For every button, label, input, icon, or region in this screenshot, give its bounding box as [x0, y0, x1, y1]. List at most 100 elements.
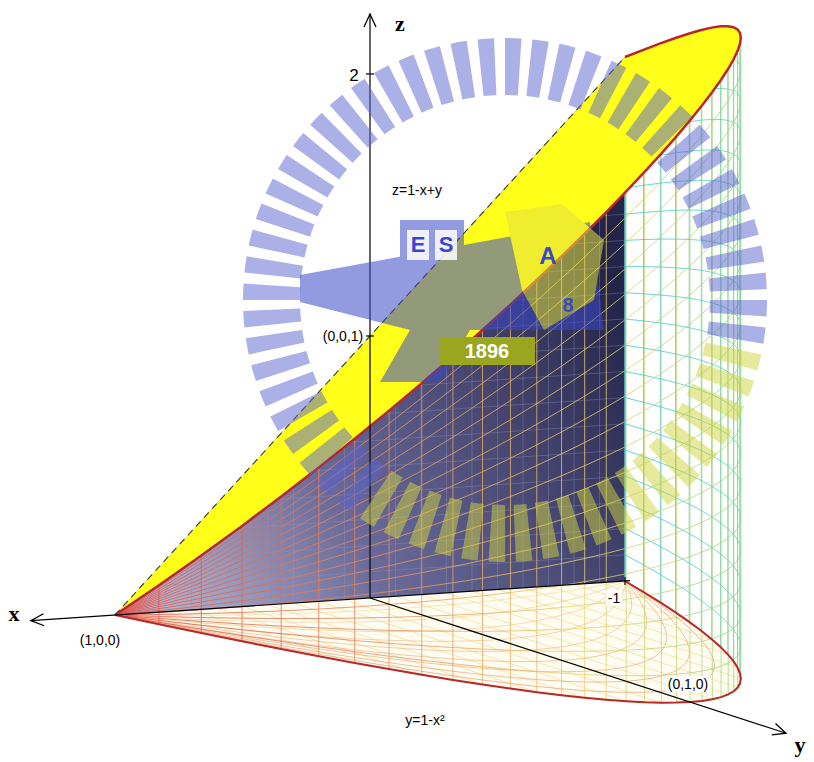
- surface-mesh-line: [721, 523, 728, 529]
- surface-mesh-line: [242, 611, 281, 613]
- axis-arrowhead: [31, 614, 44, 626]
- surface-mesh-line: [734, 624, 738, 628]
- surface-mesh-line: [738, 555, 740, 560]
- surface-mesh-line: [702, 517, 712, 522]
- surface-mesh-line: [483, 401, 511, 419]
- surface-mesh-line: [483, 439, 511, 454]
- surface-mesh-line: [626, 437, 644, 446]
- surface-mesh-line: [739, 641, 741, 646]
- surface-mesh-line: [159, 594, 201, 604]
- surface-mesh-line: [606, 370, 626, 383]
- surface-mesh-line: [562, 396, 585, 410]
- surface-mesh-line: [319, 528, 355, 543]
- surface-mesh-line: [738, 491, 740, 496]
- surface-mesh-line: [739, 97, 741, 102]
- surface-mesh-line: [690, 344, 702, 353]
- surface-mesh-line: [585, 627, 607, 629]
- surface-mesh-line: [606, 293, 626, 309]
- surface-mesh-line: [733, 534, 737, 539]
- surface-mesh-line: [453, 614, 483, 616]
- surface-mesh-line: [562, 466, 585, 476]
- surface-mesh-line: [319, 562, 355, 571]
- surface-mesh-line: [626, 411, 644, 421]
- surface-mesh-line: [355, 605, 389, 607]
- surface-mesh-line: [660, 295, 675, 296]
- surface-mesh-line: [712, 609, 721, 616]
- surface-mesh-line: [537, 564, 562, 569]
- surface-mesh-line: [453, 648, 483, 650]
- surface-mesh-line: [606, 625, 626, 627]
- surface-mesh-line: [537, 672, 562, 674]
- surface-mesh-line: [242, 630, 281, 634]
- surface-mesh-line: [728, 596, 734, 600]
- surface-mesh-line: [422, 599, 453, 602]
- surface-mesh-line: [537, 388, 562, 404]
- surface-mesh-line: [510, 486, 536, 496]
- surface-mesh-line: [728, 438, 734, 444]
- surface-mesh-line: [676, 644, 690, 646]
- surface-mesh-line: [242, 618, 281, 619]
- surface-mesh-line: [389, 602, 422, 605]
- surface-mesh-line: [738, 171, 740, 178]
- surface-mesh-line: [728, 565, 734, 570]
- emblem-ray: [709, 273, 767, 292]
- surface-mesh-line: [712, 512, 721, 517]
- surface-mesh-line: [242, 573, 281, 584]
- surface-mesh-line: [702, 335, 712, 344]
- surface-mesh-line: [389, 643, 422, 645]
- surface-mesh-line: [389, 558, 422, 566]
- surface-mesh-line: [712, 111, 721, 123]
- floor-boundary-curve: [115, 581, 741, 703]
- surface-mesh-line: [645, 648, 662, 649]
- emblem-ray: [489, 505, 505, 562]
- surface-mesh-line: [702, 578, 712, 582]
- surface-mesh-line: [728, 502, 734, 507]
- surface-mesh-line: [562, 373, 585, 388]
- surface-mesh-line: [721, 163, 728, 173]
- surface-mesh-line: [281, 552, 319, 565]
- surface-mesh-line: [738, 267, 740, 273]
- surface-mesh-line: [734, 496, 738, 501]
- surface-mesh-line: [701, 601, 711, 609]
- surface-mesh-line: [281, 626, 319, 628]
- surface-mesh-line: [625, 212, 643, 214]
- surface-mesh-line: [689, 357, 701, 360]
- surface-mesh-line: [661, 391, 676, 400]
- surface-mesh-line: [738, 587, 740, 592]
- equation-label: y=1-x²: [403, 712, 446, 728]
- surface-mesh-line: [606, 421, 626, 432]
- surface-mesh-line: [728, 89, 734, 91]
- surface-mesh-line: [690, 314, 702, 324]
- surface-mesh-line: [585, 432, 607, 443]
- surface-mesh-line: [562, 628, 585, 629]
- floor-region: [115, 581, 741, 703]
- surface-mesh-line: [740, 454, 742, 459]
- surface-mesh-line: [319, 607, 355, 609]
- surface-mesh-line: [319, 584, 355, 590]
- surface-mesh-line: [355, 641, 389, 644]
- surface-mesh-line: [738, 619, 740, 624]
- surface-mesh-line: [740, 102, 742, 108]
- surface-mesh-line: [159, 613, 201, 615]
- surface-mesh-line: [676, 266, 690, 278]
- emblem-ray: [246, 330, 305, 355]
- surface-mesh-line: [422, 660, 453, 664]
- surface-mesh-line: [738, 189, 740, 193]
- surface-mesh-line: [690, 552, 702, 557]
- surface-mesh-line: [626, 675, 644, 676]
- surface-mesh-line: [201, 566, 242, 582]
- watermark-letter: E: [409, 232, 428, 257]
- surface-mesh-line: [389, 441, 422, 462]
- surface-mesh-line: [701, 149, 711, 150]
- surface-mesh-line: [712, 481, 721, 487]
- surface-mesh-line: [626, 304, 644, 318]
- surface-mesh-line: [733, 91, 737, 94]
- surface-mesh-line: [661, 646, 676, 648]
- surface-mesh-line: [721, 585, 728, 592]
- surface-mesh-line: [453, 454, 483, 469]
- emblem-ray: [710, 300, 767, 316]
- surface-mesh-line: [319, 551, 355, 562]
- surface-mesh-line: [355, 652, 389, 656]
- surface-mesh-line: [453, 419, 483, 437]
- surface-mesh-line: [740, 294, 742, 299]
